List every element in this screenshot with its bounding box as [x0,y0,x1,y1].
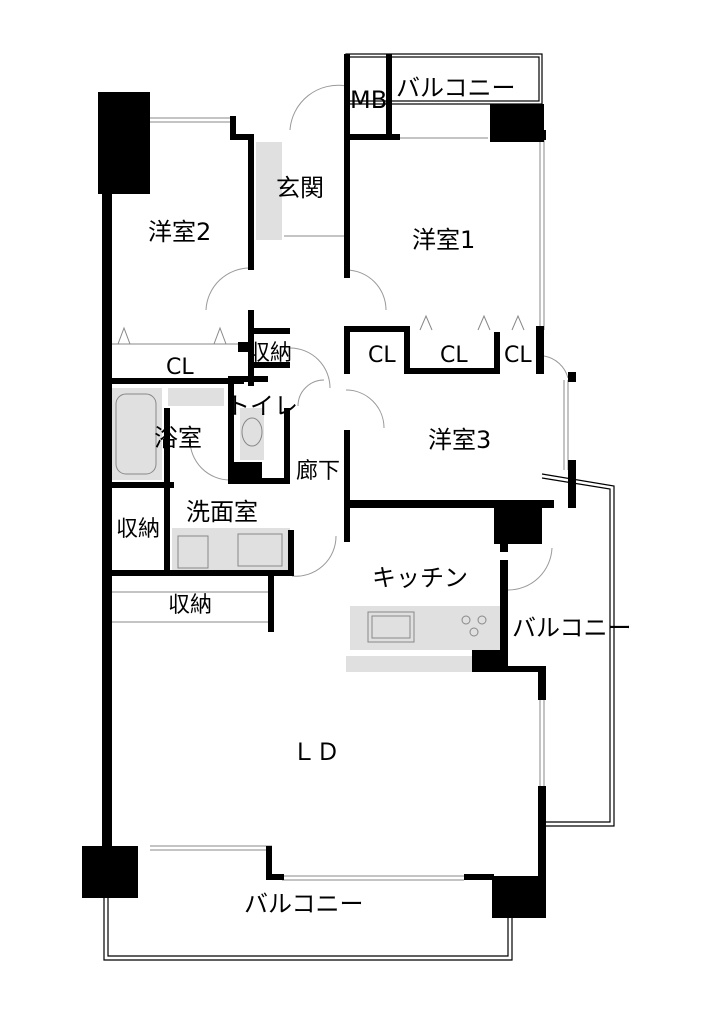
label-balcony-bottom: バルコニー [244,890,364,918]
bathtub [112,388,162,480]
entrance-floor [256,142,282,240]
label-balcony-right: バルコニー [512,614,632,642]
label-western-room-2: 洋室2 [148,218,211,246]
toilet-tank [240,408,264,460]
label-western-room-3: 洋室3 [428,426,491,454]
label-closet-a: CL [368,343,396,368]
label-storage-hall: 収納 [248,341,292,366]
walls [102,54,576,880]
windows-and-partitions [112,117,569,881]
label-storage-wash: 収納 [116,517,160,542]
pillar-top-left [98,92,150,194]
label-bathroom: 浴室 [154,424,202,452]
label-closet-room-2: CL [166,355,194,380]
label-closet-c: CL [504,343,532,368]
pillar-kitchen [494,508,542,544]
pillar-top-right [490,104,544,142]
label-western-room-1: 洋室1 [412,226,475,254]
label-meter-box: MB [350,86,387,114]
bath-shelf [168,388,224,406]
label-entrance: 玄関 [276,174,324,202]
washbasin-cabinet [172,528,290,572]
pillar-bottom-right [492,876,546,918]
kitchen-upper-cabinet [346,656,474,672]
label-corridor: 廊下 [296,459,340,484]
label-kitchen: キッチン [372,564,468,592]
room-labels: 洋室2 玄関 MB バルコニー 洋室1 CL 収納 CL CL CL トイレ 浴… [116,74,632,918]
door-swings [189,84,569,591]
fixtures [112,142,500,672]
label-closet-b: CL [440,343,468,368]
label-balcony-top: バルコニー [396,74,516,102]
label-living-dining: ＬＤ [292,738,340,766]
pillars [82,92,546,918]
fixture-details [115,393,487,643]
balcony-outlines [103,53,615,961]
label-washroom: 洗面室 [186,498,258,526]
pillar-bottom-left [82,846,138,898]
label-toilet: トイレ [226,392,298,420]
label-storage-lower: 収納 [168,593,212,618]
